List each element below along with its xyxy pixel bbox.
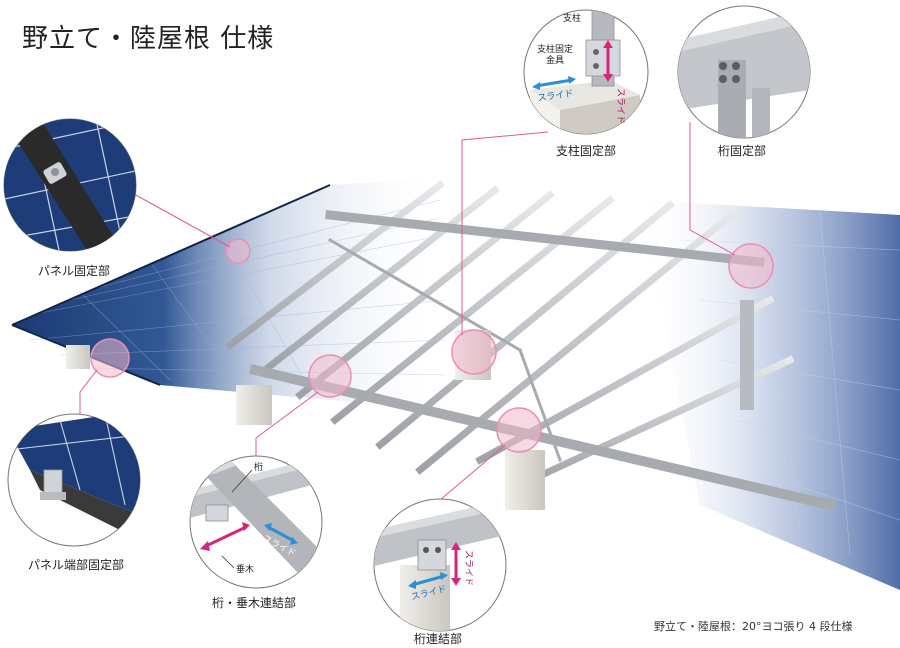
callout-girder-rafter-joint [189, 455, 323, 589]
solar-panel-array-right [640, 200, 900, 590]
post-slide-h-label: スライド [537, 88, 574, 104]
callout-panel-fix [3, 118, 137, 252]
spec-footnote: 野立て・陸屋根：20°ヨコ張り 4 段仕様 [654, 620, 853, 633]
leader-lines [79, 122, 736, 501]
page-title: 野立て・陸屋根 仕様 [22, 24, 275, 54]
caption-girder-joint: 桁連結部 [414, 632, 463, 646]
caption-girder-fix: 桁固定部 [718, 144, 767, 158]
caption-panel-fix: パネル固定部 [38, 264, 111, 278]
callout-post-fix [523, 9, 649, 135]
caption-post-fix: 支柱固定部 [556, 144, 617, 158]
girder-joint-slide-v-label: スライド [463, 550, 474, 586]
post-label: 支柱 [563, 12, 581, 24]
callout-girder-fix [677, 5, 811, 139]
girder-label: 桁 [254, 461, 263, 473]
girders [248, 210, 837, 512]
caption-girder-rafter-joint: 桁・垂木連結部 [212, 596, 297, 610]
callout-panel-edge-fix [7, 413, 141, 547]
post-bracket-label-1: 支柱固定 [537, 43, 573, 55]
post-slide-v-label: スライド [615, 88, 626, 124]
post-bracket-label-2: 金具 [546, 54, 564, 66]
caption-panel-edge-fix: パネル端部固定部 [28, 558, 125, 572]
rafter-label: 垂木 [236, 563, 254, 575]
callout-girder-joint [373, 498, 507, 632]
highlight-markers [90, 238, 774, 453]
